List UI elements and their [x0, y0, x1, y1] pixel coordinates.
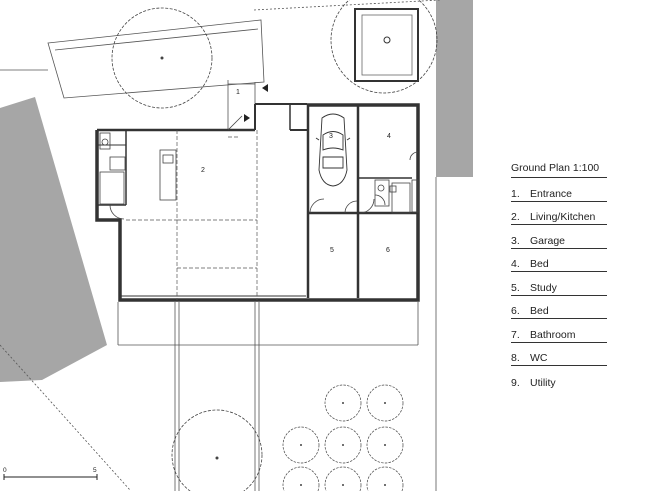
legend-item: 2. Living/Kitchen — [511, 202, 607, 225]
legend-num: 4. — [511, 258, 520, 270]
legend-item: 8. WC — [511, 343, 607, 366]
legend-title: Ground Plan 1:100 — [511, 160, 607, 178]
legend-label: Garage — [530, 234, 566, 247]
entrance-arrow-icons — [244, 84, 268, 122]
room-label-bed-4: 4 — [387, 133, 391, 140]
legend-label: Living/Kitchen — [530, 211, 596, 223]
legend-label: Entrance — [530, 187, 573, 200]
neighbor-building-right — [436, 0, 473, 177]
trees — [111, 0, 438, 491]
ground-plan-drawing: 1 2 3 4 5 6 0 5 — [0, 0, 473, 491]
scale-start-label: 0 — [3, 467, 7, 474]
roof-grid — [126, 130, 258, 300]
legend-num: 7. — [511, 328, 520, 341]
legend-label: Bed — [530, 305, 549, 317]
legend-item: 3. Garage — [511, 225, 607, 249]
legend: Ground Plan 1:100 1. Entrance 2. Living/Ki… — [511, 160, 607, 390]
legend-num: 2. — [511, 211, 520, 223]
legend-item: 6. Bed — [511, 296, 607, 319]
site-boundary — [0, 0, 441, 491]
legend-num: 8. — [511, 352, 520, 364]
entrance-path — [227, 80, 256, 130]
pond — [354, 8, 419, 82]
room-label-bed-6: 6 — [386, 247, 390, 254]
small-tree-grid — [282, 384, 404, 491]
legend-num: 9. — [511, 376, 520, 389]
legend-item: 7. Bathroom — [511, 319, 607, 343]
scale-end-label: 5 — [93, 467, 97, 474]
legend-label: Bathroom — [530, 328, 576, 341]
legend-item: 9. Utility — [511, 366, 607, 390]
room-label-garage: 3 — [329, 133, 333, 140]
building-walls — [95, 103, 420, 302]
neighbor-building-left — [0, 97, 107, 382]
legend-label: Bed — [530, 258, 549, 270]
legend-label: Utility — [530, 376, 556, 389]
fixtures — [99, 132, 419, 214]
legend-label: Study — [530, 281, 557, 294]
legend-item: 5. Study — [511, 272, 607, 296]
room-label-living: 2 — [201, 167, 205, 174]
legend-num: 6. — [511, 305, 520, 317]
legend-label: WC — [530, 352, 548, 364]
legend-item: 4. Bed — [511, 249, 607, 272]
legend-item: 1. Entrance — [511, 178, 607, 202]
legend-num: 3. — [511, 234, 520, 247]
scale-bar: 0 5 — [3, 467, 98, 480]
room-label-study: 5 — [330, 247, 334, 254]
legend-num: 1. — [511, 187, 520, 200]
car-icon — [315, 113, 351, 187]
room-label-entrance: 1 — [236, 89, 240, 96]
legend-num: 5. — [511, 281, 520, 294]
doors — [109, 115, 419, 220]
